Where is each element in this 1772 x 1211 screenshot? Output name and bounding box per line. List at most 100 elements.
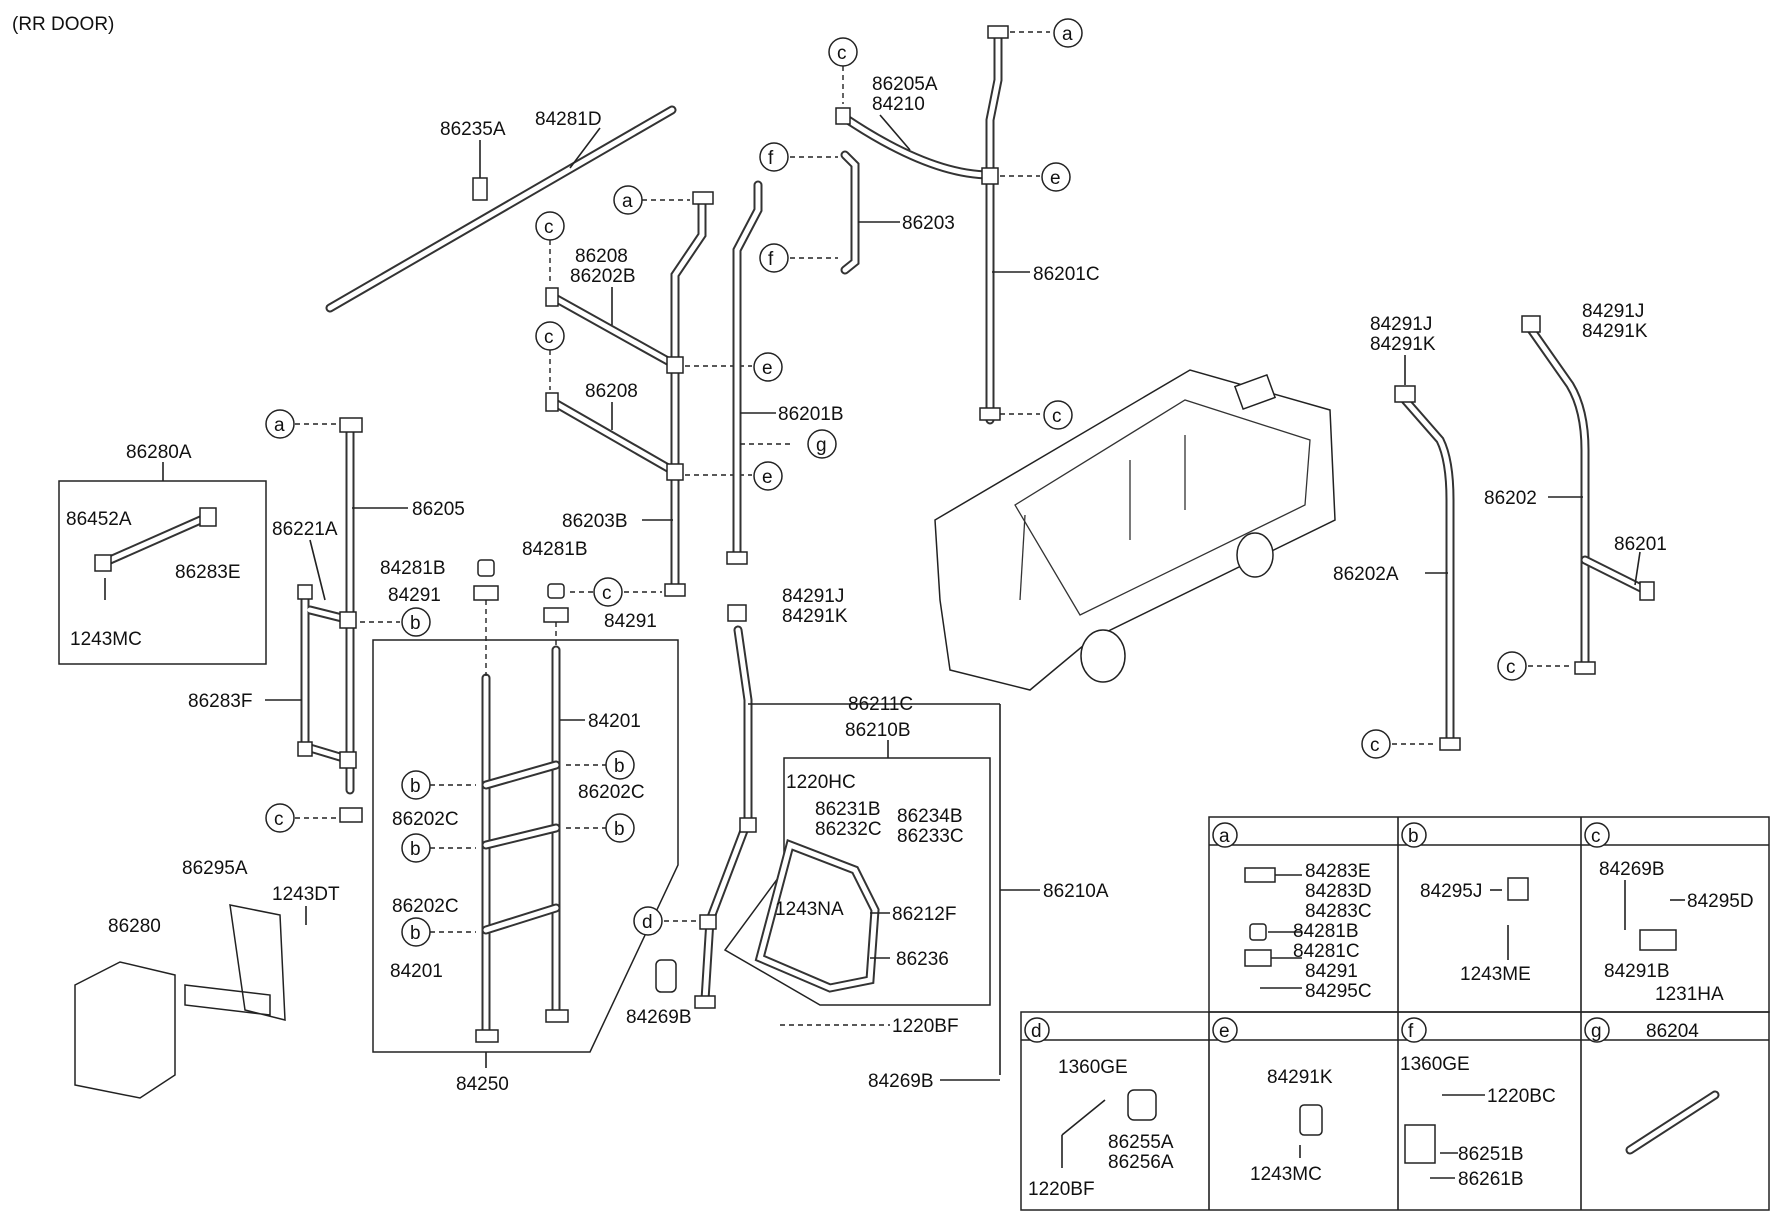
svg-text:c: c	[602, 583, 612, 604]
svg-text:c: c	[1506, 657, 1516, 678]
label-1243DT: 1243DT	[272, 884, 340, 905]
svg-text:b: b	[614, 819, 625, 840]
pole-86201C[interactable]	[840, 33, 1003, 425]
svg-text:a: a	[1219, 826, 1230, 847]
table-a-5: 84281C	[1293, 941, 1360, 962]
svg-text:c: c	[544, 217, 554, 238]
label-86280A: 86280A	[126, 442, 192, 463]
grab-86203[interactable]	[840, 150, 860, 275]
svg-text:g: g	[1591, 1021, 1602, 1042]
label-1243NA: 1243NA	[775, 899, 844, 920]
label-86201B: 86201B	[778, 404, 844, 425]
label-84291J-mid: 84291J	[1370, 314, 1432, 335]
label-86203: 86203	[902, 213, 955, 234]
label-84291K-right: 84291K	[1582, 321, 1648, 342]
label-86203B: 86203B	[562, 511, 628, 532]
pole-86202[interactable]	[1525, 323, 1650, 670]
svg-text:b: b	[410, 776, 421, 797]
svg-text:f: f	[1408, 1021, 1414, 1042]
svg-text:f: f	[768, 249, 774, 270]
label-86210A: 86210A	[1043, 881, 1109, 902]
poles-84201[interactable]	[481, 645, 561, 1040]
table-c-3: 84291B	[1604, 961, 1670, 982]
table-e-1: 84291K	[1267, 1067, 1333, 1088]
label-86201: 86201	[1614, 534, 1667, 555]
label-86202A: 86202A	[1333, 564, 1399, 585]
label-86208-lower: 86208	[585, 381, 638, 402]
table-f-3: 86251B	[1458, 1144, 1524, 1165]
svg-text:a: a	[274, 415, 285, 436]
label-86234B: 86234B	[897, 806, 963, 827]
svg-text:e: e	[1219, 1021, 1230, 1042]
label-86221A: 86221A	[272, 519, 338, 540]
label-86205A: 86205A	[872, 74, 938, 95]
label-84291K-door: 84291K	[782, 606, 848, 627]
table-f-4: 86261B	[1458, 1169, 1524, 1190]
svg-text:b: b	[410, 839, 421, 860]
label-86295A: 86295A	[182, 858, 248, 879]
box-86280	[74, 961, 176, 1099]
table-f-2: 1220BC	[1487, 1086, 1556, 1107]
detail-table: a b c d e f g 84283E 84283D 84283C 84281…	[1020, 816, 1770, 1211]
label-84281B-right: 84281B	[522, 539, 588, 560]
svg-text:c: c	[1370, 735, 1380, 756]
label-1220BF: 1220BF	[892, 1016, 959, 1037]
svg-text:c: c	[544, 327, 554, 348]
window-86212F[interactable]	[754, 839, 880, 993]
table-c-4: 1231HA	[1655, 984, 1724, 1005]
svg-text:c: c	[1052, 406, 1062, 427]
label-86231B: 86231B	[815, 799, 881, 820]
label-84201-left: 84201	[390, 961, 443, 982]
rod-84281D[interactable]	[325, 105, 677, 313]
svg-text:f: f	[768, 148, 774, 169]
diagram-title: (RR DOOR)	[12, 14, 114, 35]
table-a-7: 84295C	[1305, 981, 1372, 1002]
label-86235A: 86235A	[440, 119, 506, 140]
label-86210B: 86210B	[845, 720, 911, 741]
label-84291J-right: 84291J	[1582, 301, 1644, 322]
svg-text:e: e	[1050, 168, 1061, 189]
svg-text:b: b	[1408, 826, 1419, 847]
pole-86205[interactable]	[300, 427, 355, 795]
table-d-1: 1360GE	[1058, 1057, 1128, 1078]
label-84269B-right: 84269B	[868, 1071, 934, 1092]
callout-a	[1053, 18, 1083, 48]
label-86202C-3: 86202C	[392, 896, 459, 917]
label-86202C-1: 86202C	[578, 782, 645, 803]
inset-84250	[372, 639, 679, 1053]
table-b-2: 1243ME	[1460, 964, 1531, 985]
label-86452A: 86452A	[66, 509, 132, 530]
pole-86201B[interactable]	[732, 180, 763, 560]
label-86280: 86280	[108, 916, 161, 937]
svg-text:d: d	[642, 912, 653, 933]
table-d-4: 1220BF	[1028, 1179, 1095, 1200]
table-b-1: 84295J	[1420, 881, 1482, 902]
table-d-2: 86255A	[1108, 1132, 1174, 1153]
table-a-6: 84291	[1305, 961, 1358, 982]
pole-86211C[interactable]	[700, 625, 753, 1005]
svg-text:g: g	[816, 435, 827, 456]
label-1220HC: 1220HC	[786, 772, 856, 793]
table-a-1: 84283E	[1305, 861, 1371, 882]
table-c-2: 84295D	[1687, 891, 1754, 912]
table-a-2: 84283D	[1305, 881, 1372, 902]
label-84269B-left: 84269B	[626, 1007, 692, 1028]
label-86233C: 86233C	[897, 826, 964, 847]
svg-text:c: c	[1591, 826, 1601, 847]
tray-86295A	[184, 904, 286, 1021]
pole-86202A[interactable]	[1400, 395, 1455, 745]
pole-86203B[interactable]	[550, 195, 707, 595]
label-86236: 86236	[896, 949, 949, 970]
label-84291K-mid: 84291K	[1370, 334, 1436, 355]
label-86202C-2: 86202C	[392, 809, 459, 830]
table-d-3: 86256A	[1108, 1152, 1174, 1173]
label-86283F: 86283F	[188, 691, 252, 712]
b-callouts-84250: b b b b b	[401, 750, 635, 947]
label-84201-right: 84201	[588, 711, 641, 732]
svg-text:e: e	[762, 467, 773, 488]
label-84250: 84250	[456, 1074, 509, 1095]
label-84281B-left: 84281B	[380, 558, 446, 579]
label-86211C: 86211C	[848, 694, 913, 715]
svg-text:d: d	[1031, 1021, 1042, 1042]
label-86205: 86205	[412, 499, 465, 520]
